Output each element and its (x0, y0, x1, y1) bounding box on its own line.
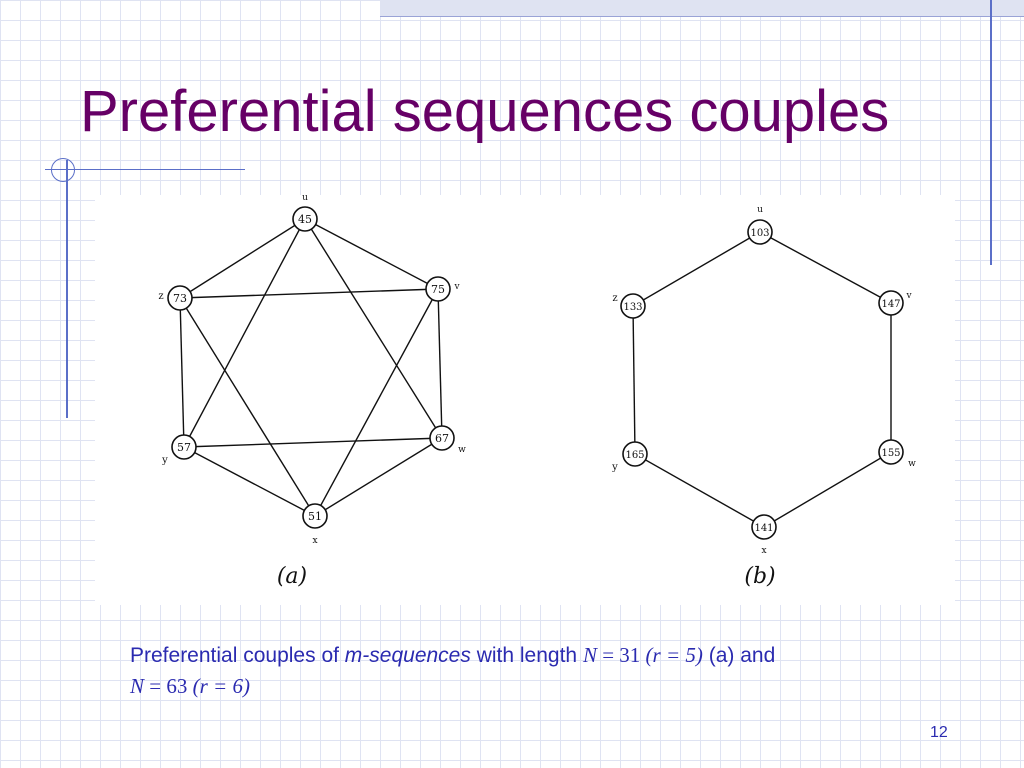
edge (183, 446, 316, 517)
svg-text:165: 165 (625, 450, 644, 461)
graph-node: 165 y (611, 441, 648, 473)
caption-n1-var: N (582, 643, 597, 667)
svg-text:u: u (302, 195, 308, 203)
graph-node: 141 x (751, 514, 777, 556)
graph-node: 75 v (425, 276, 460, 302)
svg-text:67: 67 (435, 432, 449, 445)
graph-node: 67 w (429, 425, 466, 455)
graph-b (632, 231, 892, 528)
graph-node: 57 y (161, 434, 197, 466)
caption-italic-term: m-sequences (344, 644, 471, 667)
svg-text:y: y (611, 462, 618, 473)
graph-node: 103 u (747, 205, 773, 245)
svg-text:x: x (761, 546, 766, 556)
figure-caption: Preferential couples of m-sequences with… (130, 640, 950, 702)
edge (632, 231, 761, 307)
graph-a (179, 218, 443, 517)
graph-node: 155 w (878, 439, 916, 469)
svg-text:155: 155 (881, 448, 900, 459)
svg-text:147: 147 (881, 299, 900, 310)
slide-title: Preferential sequences couples (80, 79, 890, 144)
edge (183, 218, 306, 448)
svg-text:z: z (158, 291, 163, 302)
graph-node: 133 z (612, 293, 646, 319)
graph-node: 147 v (878, 290, 912, 316)
edge (304, 218, 439, 290)
svg-text:w: w (458, 445, 466, 455)
caption-n2-value: = 63 (144, 674, 193, 698)
edge (179, 218, 306, 299)
caption-part-1: Preferential couples of (130, 644, 345, 667)
edge (763, 451, 892, 528)
svg-text:x: x (312, 536, 317, 546)
svg-text:v: v (905, 291, 912, 301)
edge (304, 218, 443, 439)
svg-text:z: z (612, 293, 617, 304)
svg-text:73: 73 (173, 292, 187, 305)
graph-node: 73 z (158, 285, 193, 311)
caption-r2: (r = 6) (192, 674, 250, 698)
edge (634, 453, 765, 528)
caption-n1-value: = 31 (596, 643, 646, 667)
svg-text:75: 75 (431, 283, 445, 296)
right-decoration-line (990, 0, 992, 265)
caption-part-2: with length (470, 644, 583, 667)
figure-panel: 45 u 75 v 67 w 51 x 57 y (95, 193, 955, 605)
title-underline (45, 169, 245, 170)
edge (179, 297, 316, 517)
svg-text:u: u (757, 205, 763, 215)
svg-text:141: 141 (754, 523, 773, 534)
top-decoration-band (380, 0, 1024, 17)
graph-b-nodes: 103 u 147 v 155 w 141 x 165 y (611, 205, 916, 556)
figure-b-caption: (b) (744, 564, 775, 589)
svg-text:45: 45 (298, 213, 312, 226)
svg-text:57: 57 (177, 441, 191, 454)
graph-node: 51 x (302, 503, 328, 546)
edge (179, 288, 439, 299)
edge (183, 437, 443, 448)
svg-text:w: w (908, 459, 916, 469)
edge (314, 288, 439, 517)
edge (437, 288, 443, 439)
svg-text:y: y (161, 455, 168, 466)
svg-text:51: 51 (308, 510, 322, 523)
decoration-circle (51, 158, 75, 182)
caption-n2-var: N (130, 674, 145, 698)
edge (179, 297, 185, 448)
edge (759, 231, 892, 304)
svg-text:v: v (453, 282, 460, 292)
edge (314, 437, 443, 517)
figure-a-caption: (a) (277, 564, 307, 589)
page-number: 12 (930, 724, 948, 741)
edge (632, 305, 636, 455)
graph-node: 45 u (292, 193, 318, 232)
svg-text:133: 133 (623, 302, 642, 313)
caption-r1: (r = 5) (645, 643, 703, 667)
left-decoration-line (66, 160, 68, 418)
svg-text:103: 103 (750, 228, 769, 239)
graph-a-nodes: 45 u 75 v 67 w 51 x 57 y (158, 193, 466, 546)
caption-part-3: (a) and (702, 644, 776, 667)
figure-graphs: 45 u 75 v 67 w 51 x 57 y (158, 193, 916, 589)
